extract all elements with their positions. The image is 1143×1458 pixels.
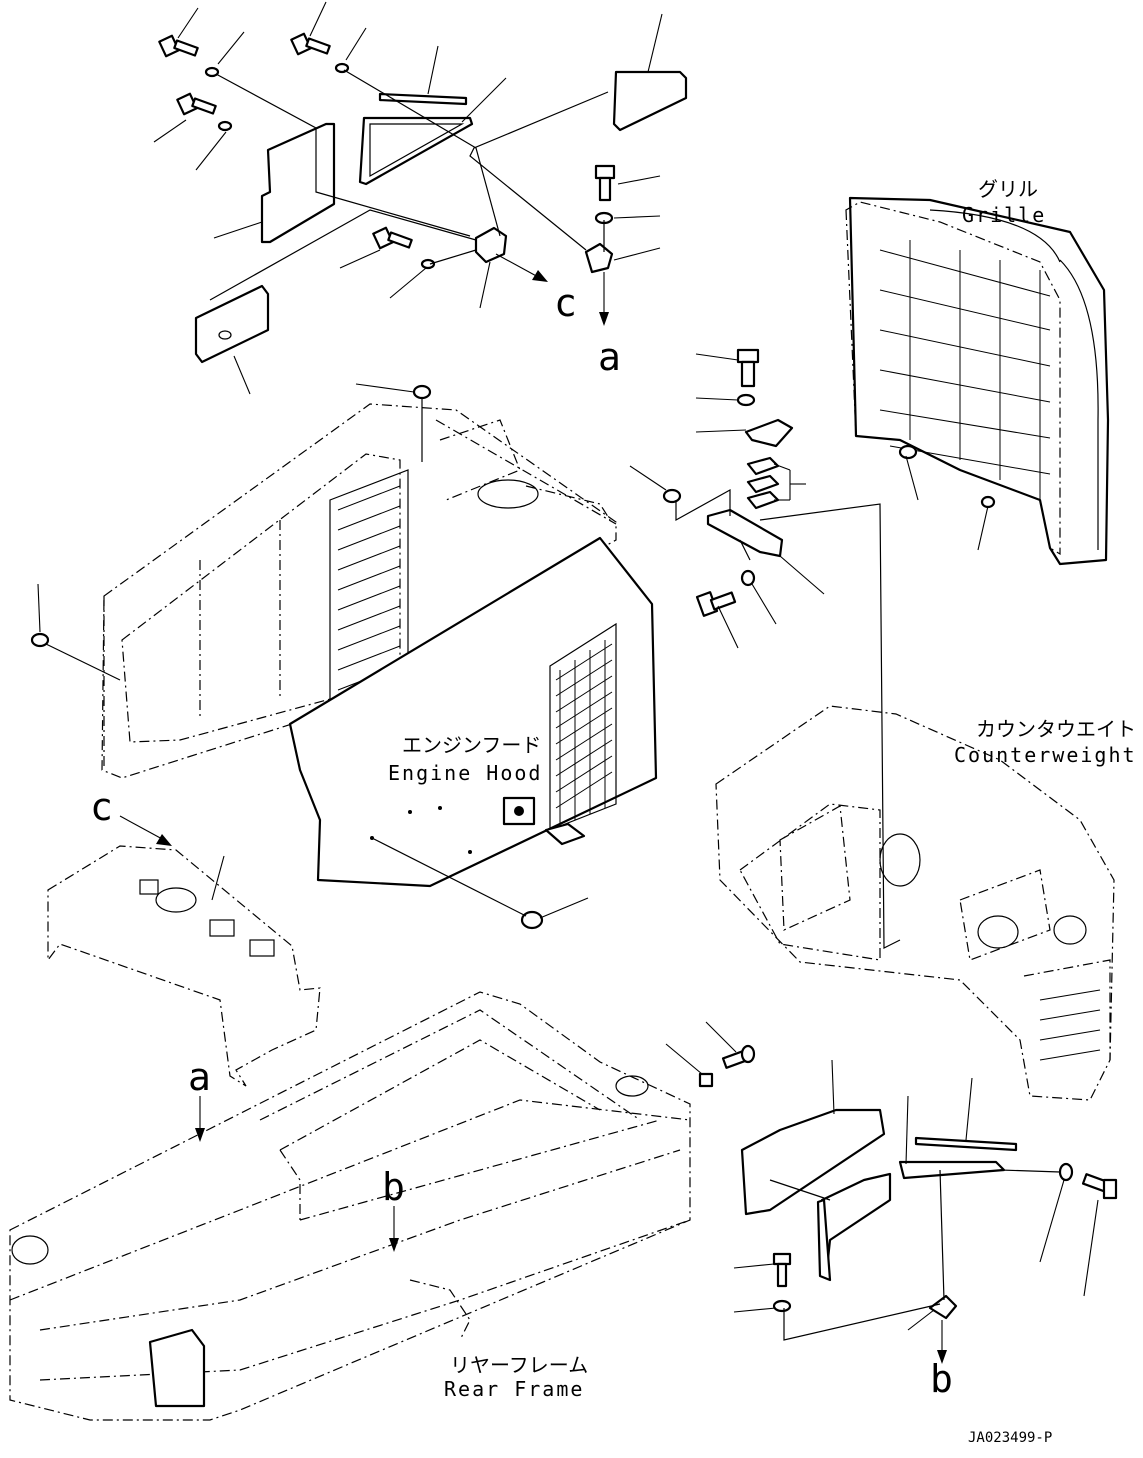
rubber-stopper (662, 488, 682, 504)
hood-top-stopper (412, 384, 432, 400)
top-bracket-assembly: c a (153, 1, 688, 395)
bottom-bolt-left (772, 1252, 792, 1266)
radiator-frame (30, 383, 617, 779)
bottom-strip (914, 1136, 1018, 1152)
hood-stopper-bottom (520, 910, 544, 930)
hood-louver-panel (549, 622, 617, 831)
washer-4 (420, 258, 436, 270)
wedge-plate (612, 70, 688, 132)
l-shaped-plate (260, 122, 336, 244)
hood-handle (544, 822, 586, 846)
spacer-block (194, 284, 270, 364)
counterweight-assembly: カウンタウエイト Counterweight (715, 705, 1137, 1101)
hinge-bolt-lower (695, 591, 737, 617)
washer-1 (204, 66, 220, 78)
bottom-bracket-assembly: b (733, 1059, 1118, 1401)
grille-label-en: Grille (962, 203, 1046, 227)
bottom-washer-right (1058, 1162, 1074, 1182)
hinge-washer-lower (740, 569, 756, 587)
drawing-number: JA023499-P (968, 1430, 1052, 1446)
bolt-top-3 (176, 92, 217, 116)
shim-1 (746, 456, 780, 476)
rear-frame-bracket (148, 1328, 206, 1408)
hinge-plate-top (744, 418, 794, 448)
engine-hood-label-en: Engine Hood (388, 761, 542, 785)
bolt-top-4 (372, 226, 413, 250)
counterweight-label-jp: カウンタウエイト (976, 717, 1136, 741)
clip-b (928, 1294, 958, 1320)
rear-frame-label-jp: リヤーフレーム (450, 1353, 588, 1377)
callout-a-top: a (598, 335, 621, 379)
engine-hood: エンジンフード Engine Hood (288, 536, 658, 930)
engine-hood-label-jp: エンジンフード (402, 733, 541, 757)
frame-bolt (721, 1044, 756, 1069)
bottom-washer-left (772, 1299, 792, 1313)
callout-a-frame: a (188, 1055, 211, 1099)
grille-assembly: グリル Grille (845, 177, 1110, 566)
bottom-plate-large (740, 1108, 886, 1216)
bottom-l-plate (820, 1172, 892, 1280)
bolt-top-1 (158, 34, 199, 58)
shim-3 (746, 490, 780, 510)
clip-a (584, 242, 614, 274)
callout-c-top: c (554, 281, 577, 325)
bottom-triangle (898, 1160, 1006, 1180)
bolt-top-2 (290, 32, 331, 56)
counterweight-label-en: Counterweight (954, 743, 1137, 767)
hinge-washer (736, 393, 756, 407)
rear-frame-label-en: Rear Frame (444, 1377, 584, 1401)
grille-bolt (980, 495, 996, 509)
callout-c-left: c (90, 785, 113, 829)
grille-stopper (898, 444, 918, 460)
grille-label-jp: グリル (978, 177, 1038, 201)
seal-strip (378, 92, 468, 106)
shim-2 (746, 474, 780, 494)
hinge-bolt (736, 348, 760, 364)
clip-c (474, 226, 508, 264)
rear-frame: a b リヤーフレーム Rear Frame (9, 991, 756, 1421)
bottom-bolt-right (1081, 1173, 1118, 1200)
washer-3 (217, 120, 233, 132)
callout-b-frame: b (382, 1165, 405, 1209)
callout-b-bottom: b (930, 1357, 953, 1401)
sub-plate: c (47, 785, 321, 1087)
grille-louvers (879, 240, 1051, 500)
bolt-small-right (594, 164, 616, 180)
frame-stopper (30, 632, 50, 648)
hinge-bracket-stack (629, 348, 901, 949)
frame-nut (698, 1072, 714, 1088)
